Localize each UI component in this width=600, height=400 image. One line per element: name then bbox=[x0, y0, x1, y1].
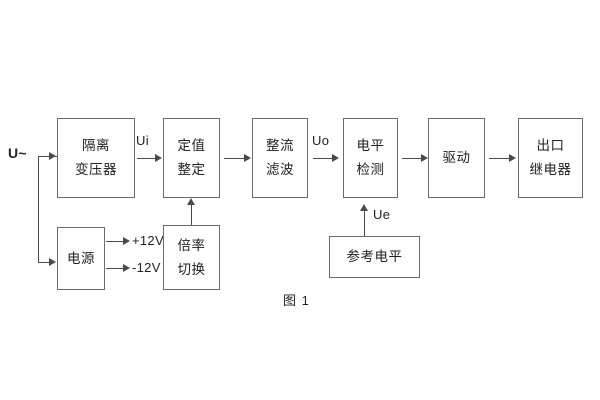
line-to-power-supply bbox=[38, 262, 50, 263]
block-driver-line-1: 驱动 bbox=[442, 150, 471, 166]
arrowhead-rail-negative bbox=[123, 264, 130, 272]
block-multiplier-switch[interactable]: 倍率 切换 bbox=[163, 225, 220, 290]
line-driver-to-relay bbox=[489, 158, 510, 159]
arrowhead-ui bbox=[155, 154, 162, 162]
line-rail-negative bbox=[106, 268, 124, 269]
input-branch-vertical-line bbox=[38, 156, 39, 262]
arrowhead-to-isolation-transformer bbox=[49, 152, 56, 160]
arrowhead-ue bbox=[360, 204, 368, 211]
line-ue bbox=[364, 206, 365, 236]
block-level-detection-line-2: 检测 bbox=[356, 162, 385, 177]
line-ui bbox=[137, 158, 156, 159]
arrowhead-uo bbox=[332, 154, 339, 162]
arrowhead-to-power-supply bbox=[49, 258, 56, 266]
line-multiplier-to-setting bbox=[191, 200, 192, 225]
arrowhead-multiplier-to-setting bbox=[187, 198, 195, 205]
rail-label-negative: -12V bbox=[132, 260, 161, 275]
line-uo bbox=[313, 158, 333, 159]
block-level-detection[interactable]: 电平 检测 bbox=[343, 118, 398, 198]
block-rectifier-filter-line-2: 滤波 bbox=[266, 162, 294, 177]
block-rectifier-filter[interactable]: 整流 滤波 bbox=[252, 118, 308, 198]
line-level-to-driver bbox=[402, 158, 422, 159]
block-setting-value-line-2: 整定 bbox=[177, 162, 206, 177]
block-multiplier-switch-line-1: 倍率 bbox=[177, 237, 206, 253]
line-rail-positive bbox=[106, 241, 124, 242]
figure-caption: 图 1 bbox=[283, 293, 310, 308]
block-output-relay-line-1: 出口 bbox=[536, 138, 565, 154]
block-reference-level-line-1: 参考电平 bbox=[346, 249, 403, 265]
block-isolation-transformer[interactable]: 隔离 变压器 bbox=[57, 118, 135, 198]
line-setting-to-rectifier bbox=[224, 158, 245, 159]
input-supply-label: U~ bbox=[8, 145, 27, 161]
block-output-relay-line-2: 继电器 bbox=[529, 162, 572, 177]
signal-label-ue: Ue bbox=[373, 207, 391, 222]
block-setting-value[interactable]: 定值 整定 bbox=[163, 118, 220, 198]
signal-label-ui: Ui bbox=[136, 133, 149, 148]
arrowhead-rail-positive bbox=[123, 237, 130, 245]
signal-label-uo: Uo bbox=[312, 133, 330, 148]
block-level-detection-line-1: 电平 bbox=[356, 138, 385, 154]
line-to-isolation-transformer bbox=[38, 156, 50, 157]
block-setting-value-line-1: 定值 bbox=[177, 138, 206, 154]
block-multiplier-switch-line-2: 切换 bbox=[177, 261, 206, 277]
block-isolation-transformer-line-1: 隔离 bbox=[82, 138, 110, 154]
block-power-supply-line-1: 电源 bbox=[67, 250, 95, 266]
arrowhead-setting-to-rectifier bbox=[244, 154, 251, 162]
rail-label-positive: +12V bbox=[132, 233, 164, 248]
arrowhead-level-to-driver bbox=[421, 154, 428, 162]
block-isolation-transformer-line-2: 变压器 bbox=[75, 162, 117, 177]
block-reference-level[interactable]: 参考电平 bbox=[329, 236, 420, 278]
block-output-relay[interactable]: 出口 继电器 bbox=[518, 118, 583, 198]
block-power-supply[interactable]: 电源 bbox=[57, 227, 105, 290]
block-rectifier-filter-line-1: 整流 bbox=[266, 138, 294, 154]
arrowhead-driver-to-relay bbox=[509, 154, 516, 162]
block-driver[interactable]: 驱动 bbox=[428, 118, 485, 198]
